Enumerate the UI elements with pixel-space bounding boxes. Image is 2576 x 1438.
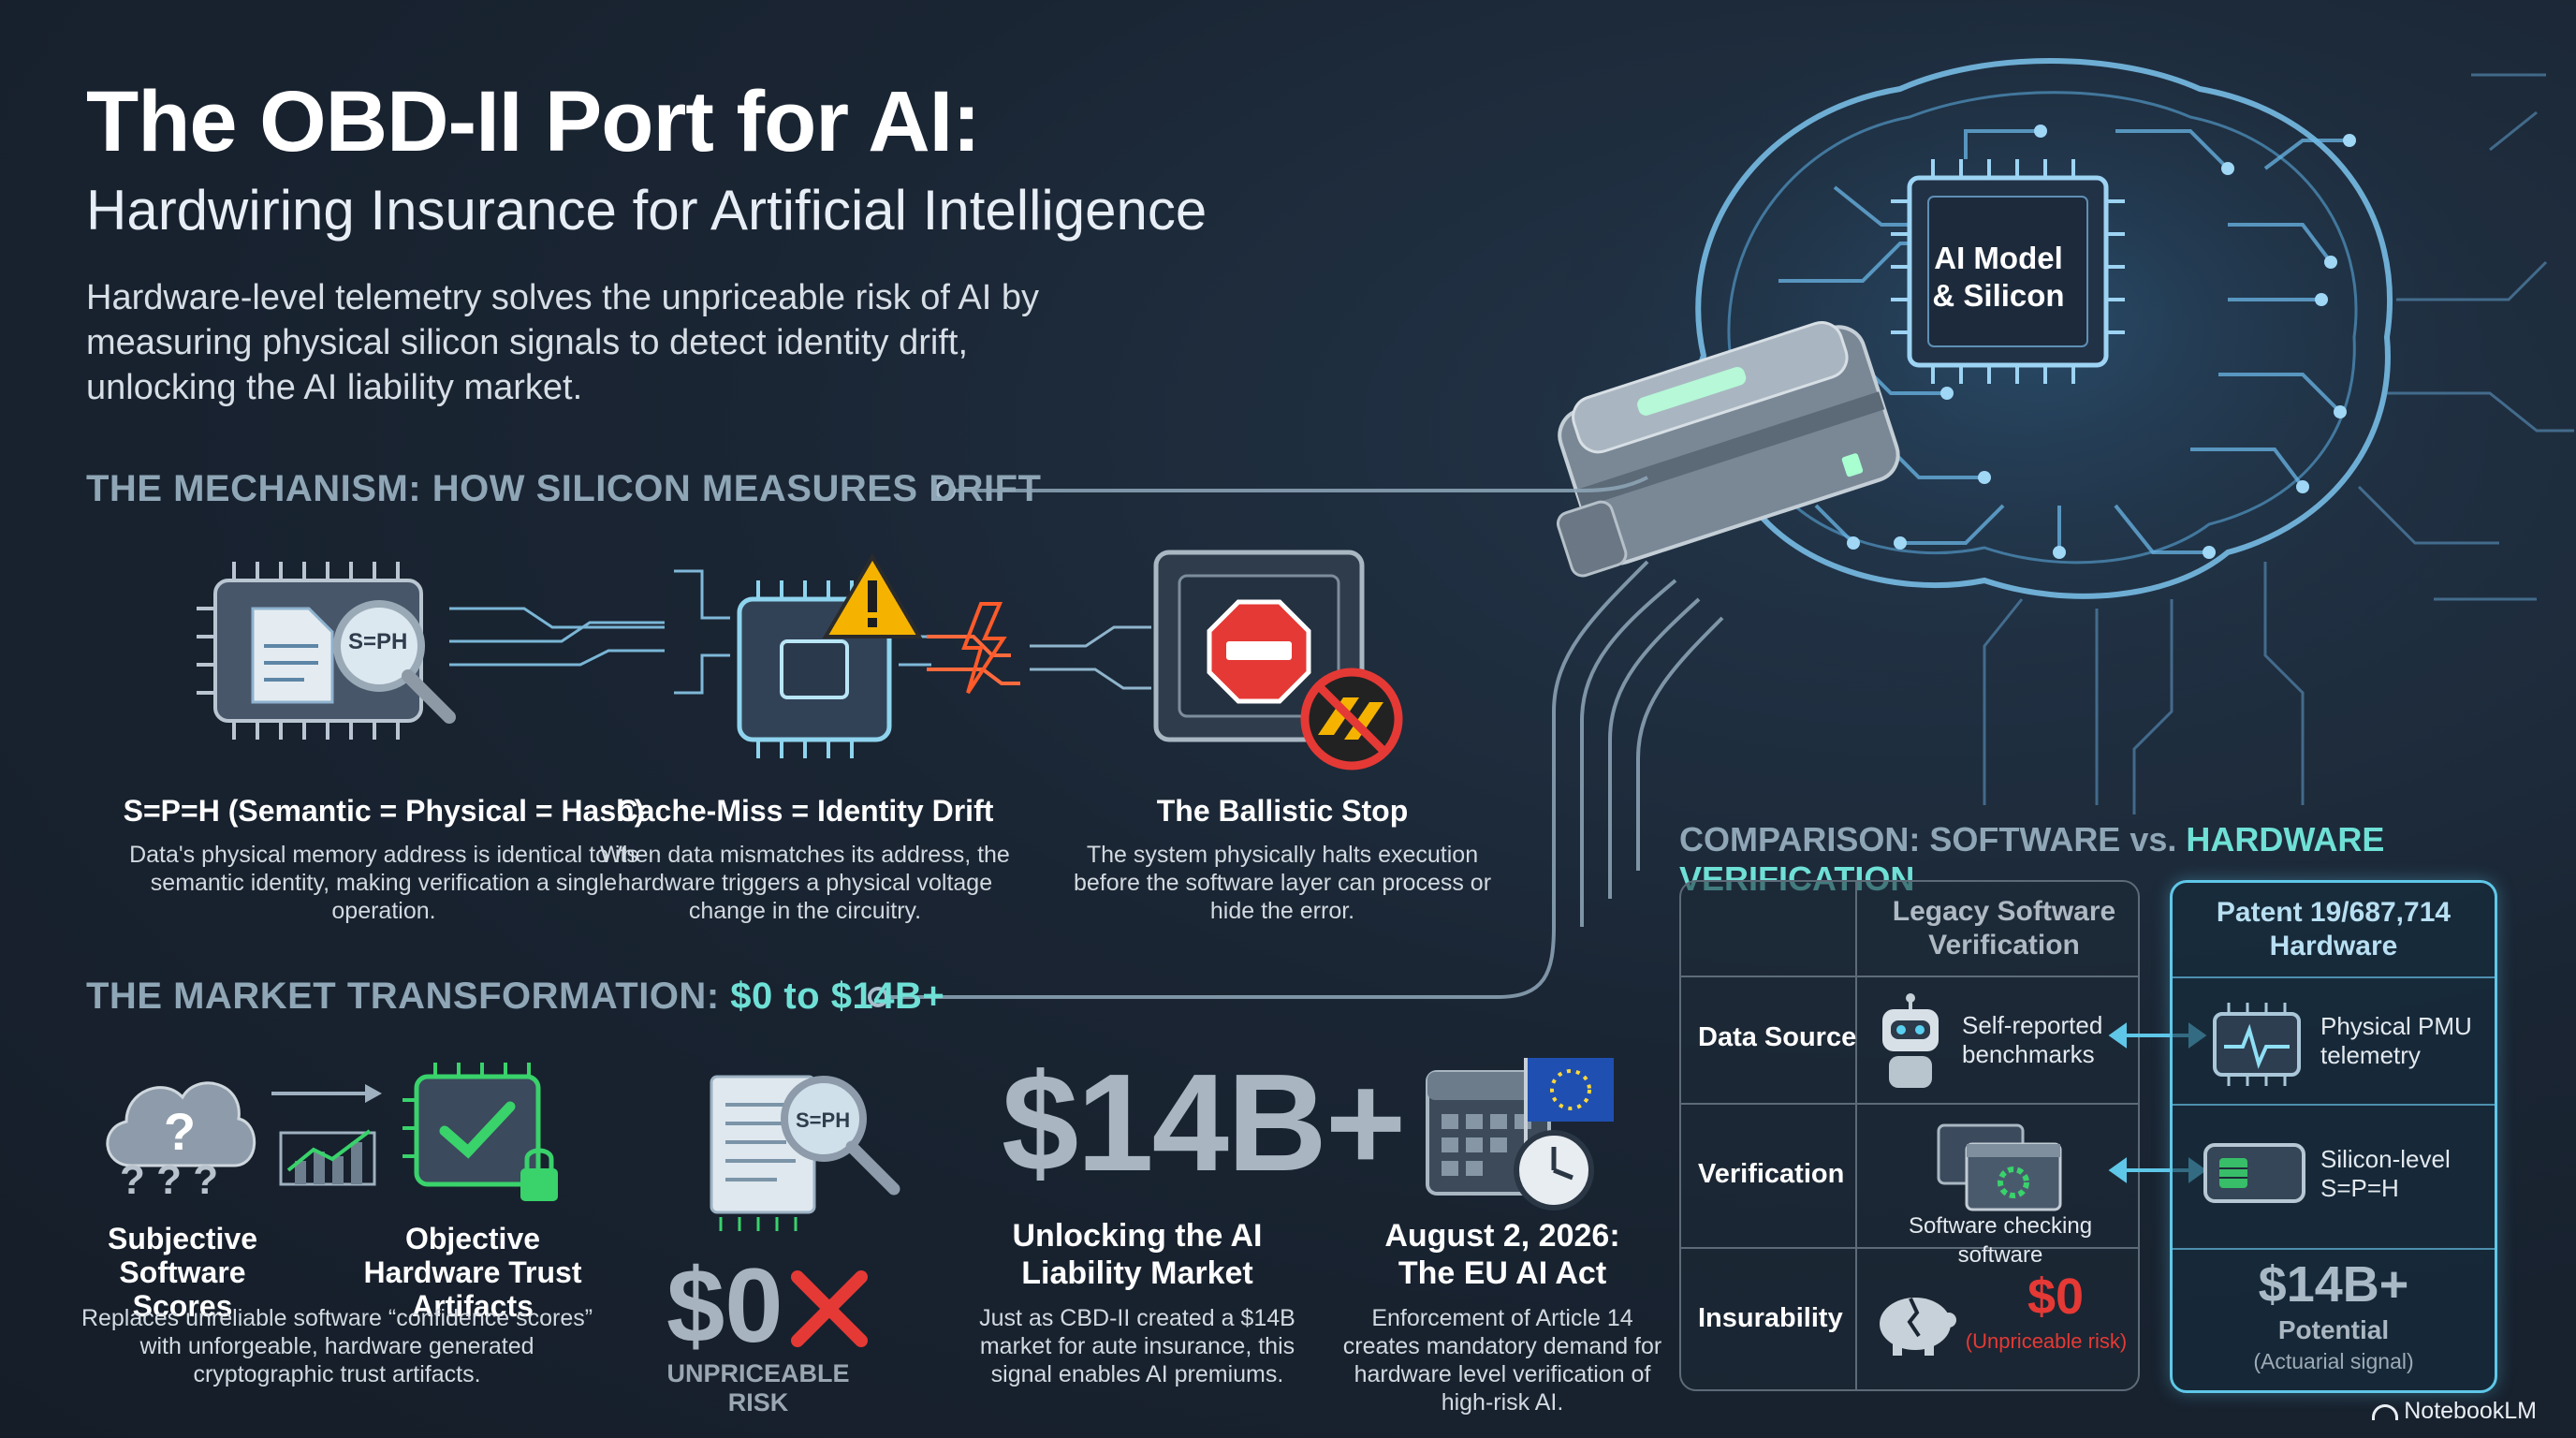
market-heading: THE MARKET TRANSFORMATION: $0 to $14B+: [86, 976, 944, 1018]
legacy-data-source: Self-reported benchmarks: [1962, 1011, 2103, 1068]
brain-circuit-illustration: [1554, 0, 2574, 814]
row-divider: [2173, 976, 2495, 978]
hardware-verification: Silicon-level S=P=H: [2320, 1145, 2451, 1202]
red-x-icon: [791, 1270, 868, 1347]
prohibited-icon: [1300, 668, 1403, 770]
row-divider: [2173, 1248, 2495, 1250]
brand-name: NotebookLM: [2404, 1398, 2537, 1424]
svg-text:?: ?: [164, 1102, 196, 1161]
row-label-insurability: Insurability: [1698, 1303, 1843, 1333]
obd-connector-icon: [1556, 321, 1900, 578]
market-heading-prefix: THE MARKET TRANSFORMATION:: [86, 976, 731, 1017]
cloud-question-icon: ?: [106, 1081, 256, 1167]
step3-title: The Ballistic Stop: [1156, 794, 1409, 828]
pmu-telemetry-icon: [2213, 1003, 2301, 1086]
voltage-spark-icon: [927, 602, 1151, 695]
market-heading-highlight: $0 to $14B+: [730, 976, 945, 1017]
silicon-chip-icon: [2203, 1143, 2305, 1203]
step3-body: The system physically halts execution be…: [1073, 842, 1492, 924]
legacy-insurability-value: $0: [2027, 1269, 2085, 1325]
row-divider: [1681, 1103, 2138, 1105]
hardware-check-chip-icon: [402, 1063, 558, 1201]
big-value: $14B+: [1002, 1046, 1406, 1200]
step2-title: Cache-Miss = Identity Drift: [616, 794, 994, 828]
hardware-header: Patent 19/687,714 Hardware: [2216, 897, 2452, 961]
calendar-clock-eu-icon: [1426, 1058, 1614, 1211]
ai-chip-icon: [1891, 159, 2125, 384]
question-marks: ? ? ?: [120, 1157, 219, 1203]
hardware-insurability-label: Potential: [2277, 1315, 2390, 1344]
software-windows-icon: [1937, 1123, 2062, 1211]
column-divider: [1855, 882, 1857, 1389]
row-divider: [1681, 976, 2138, 977]
zero-value: $0: [666, 1247, 783, 1364]
zero-icon-label: S=PH: [796, 1108, 851, 1132]
step1-title: S=P=H (Semantic = Physical = Hash): [123, 794, 645, 828]
semantic-hash-icon-label: S=PH: [348, 629, 408, 654]
replace-body: Replaces unreliable software “confidence…: [80, 1305, 593, 1387]
stop-sign-icon: [1207, 599, 1311, 704]
subjective-title: Subjective Software Scores: [107, 1222, 258, 1323]
mechanism-connectors: [449, 607, 665, 667]
zero-label: UNPRICEABLE RISK: [666, 1359, 850, 1416]
row-label-data-source: Data Source: [1698, 1022, 1857, 1052]
mechanism-heading: THE MECHANISM: HOW SILICON MEASURES DRIF…: [86, 468, 1042, 509]
arrow-trend-chart-icon: [271, 1084, 382, 1186]
eu-title: August 2, 2026: The EU AI Act: [1384, 1218, 1620, 1291]
ai-chip-label-line1: AI Model: [1934, 241, 2063, 275]
notebooklm-logo-icon: [2372, 1403, 2399, 1420]
legacy-header: Legacy Software Verification: [1892, 896, 2116, 961]
page-title: The OBD-II Port for AI:: [86, 74, 981, 169]
legacy-insurability-note: (Unpriceable risk): [1965, 1329, 2128, 1353]
objective-title: Objective Hardware Trust Artifacts: [363, 1222, 582, 1323]
hardware-insurability-value: $14B+: [2258, 1256, 2409, 1313]
warning-icon: [822, 553, 923, 638]
ai-chip-label-line2: & Silicon: [1932, 278, 2065, 313]
semantic-hash-chip-icon: [197, 562, 456, 740]
ballistic-stop-icon: [1153, 550, 1403, 770]
page-subtitle: Hardwiring Insurance for Artificial Inte…: [86, 179, 1208, 242]
broken-piggy-bank-icon: [1880, 1298, 1956, 1356]
lock-icon: [520, 1148, 558, 1201]
legacy-verification: Software checking software: [1908, 1213, 2093, 1268]
comparison-heading-prefix: COMPARISON: SOFTWARE vs.: [1679, 820, 2187, 858]
clock-icon: [1514, 1130, 1594, 1211]
eu-flag-icon: [1524, 1058, 1614, 1147]
document-magnifier-icon: [710, 1075, 900, 1231]
eu-body: Enforcement of Article 14 creates mandat…: [1342, 1305, 1662, 1416]
row-divider: [1681, 1247, 2138, 1249]
intro-text: Hardware-level telemetry solves the unpr…: [86, 278, 1040, 407]
robot-icon: [1882, 993, 1939, 1088]
cache-miss-chip-icon: [674, 553, 931, 758]
step1-body: Data's physical memory address is identi…: [129, 842, 638, 924]
row-label-verification: Verification: [1698, 1159, 1845, 1189]
legacy-panel: Legacy Software Verification Data Source…: [1679, 880, 2140, 1391]
unlock-title: Unlocking the AI Liability Market: [1012, 1218, 1263, 1291]
unlock-body: Just as CBD-II created a $14B market for…: [979, 1305, 1295, 1387]
hardware-panel: Patent 19/687,714 Hardware Physical PMU …: [2170, 880, 2497, 1393]
row-divider: [2173, 1104, 2495, 1106]
hardware-insurability-note: (Actuarial signal): [2253, 1349, 2414, 1373]
ai-chip-label: AI Model & Silicon: [1910, 240, 2087, 315]
step2-body: When data mismatches its address, the ha…: [600, 842, 1010, 924]
brand-footer: NotebookLM: [2372, 1398, 2537, 1425]
hardware-data-source: Physical PMU telemetry: [2320, 1012, 2472, 1069]
